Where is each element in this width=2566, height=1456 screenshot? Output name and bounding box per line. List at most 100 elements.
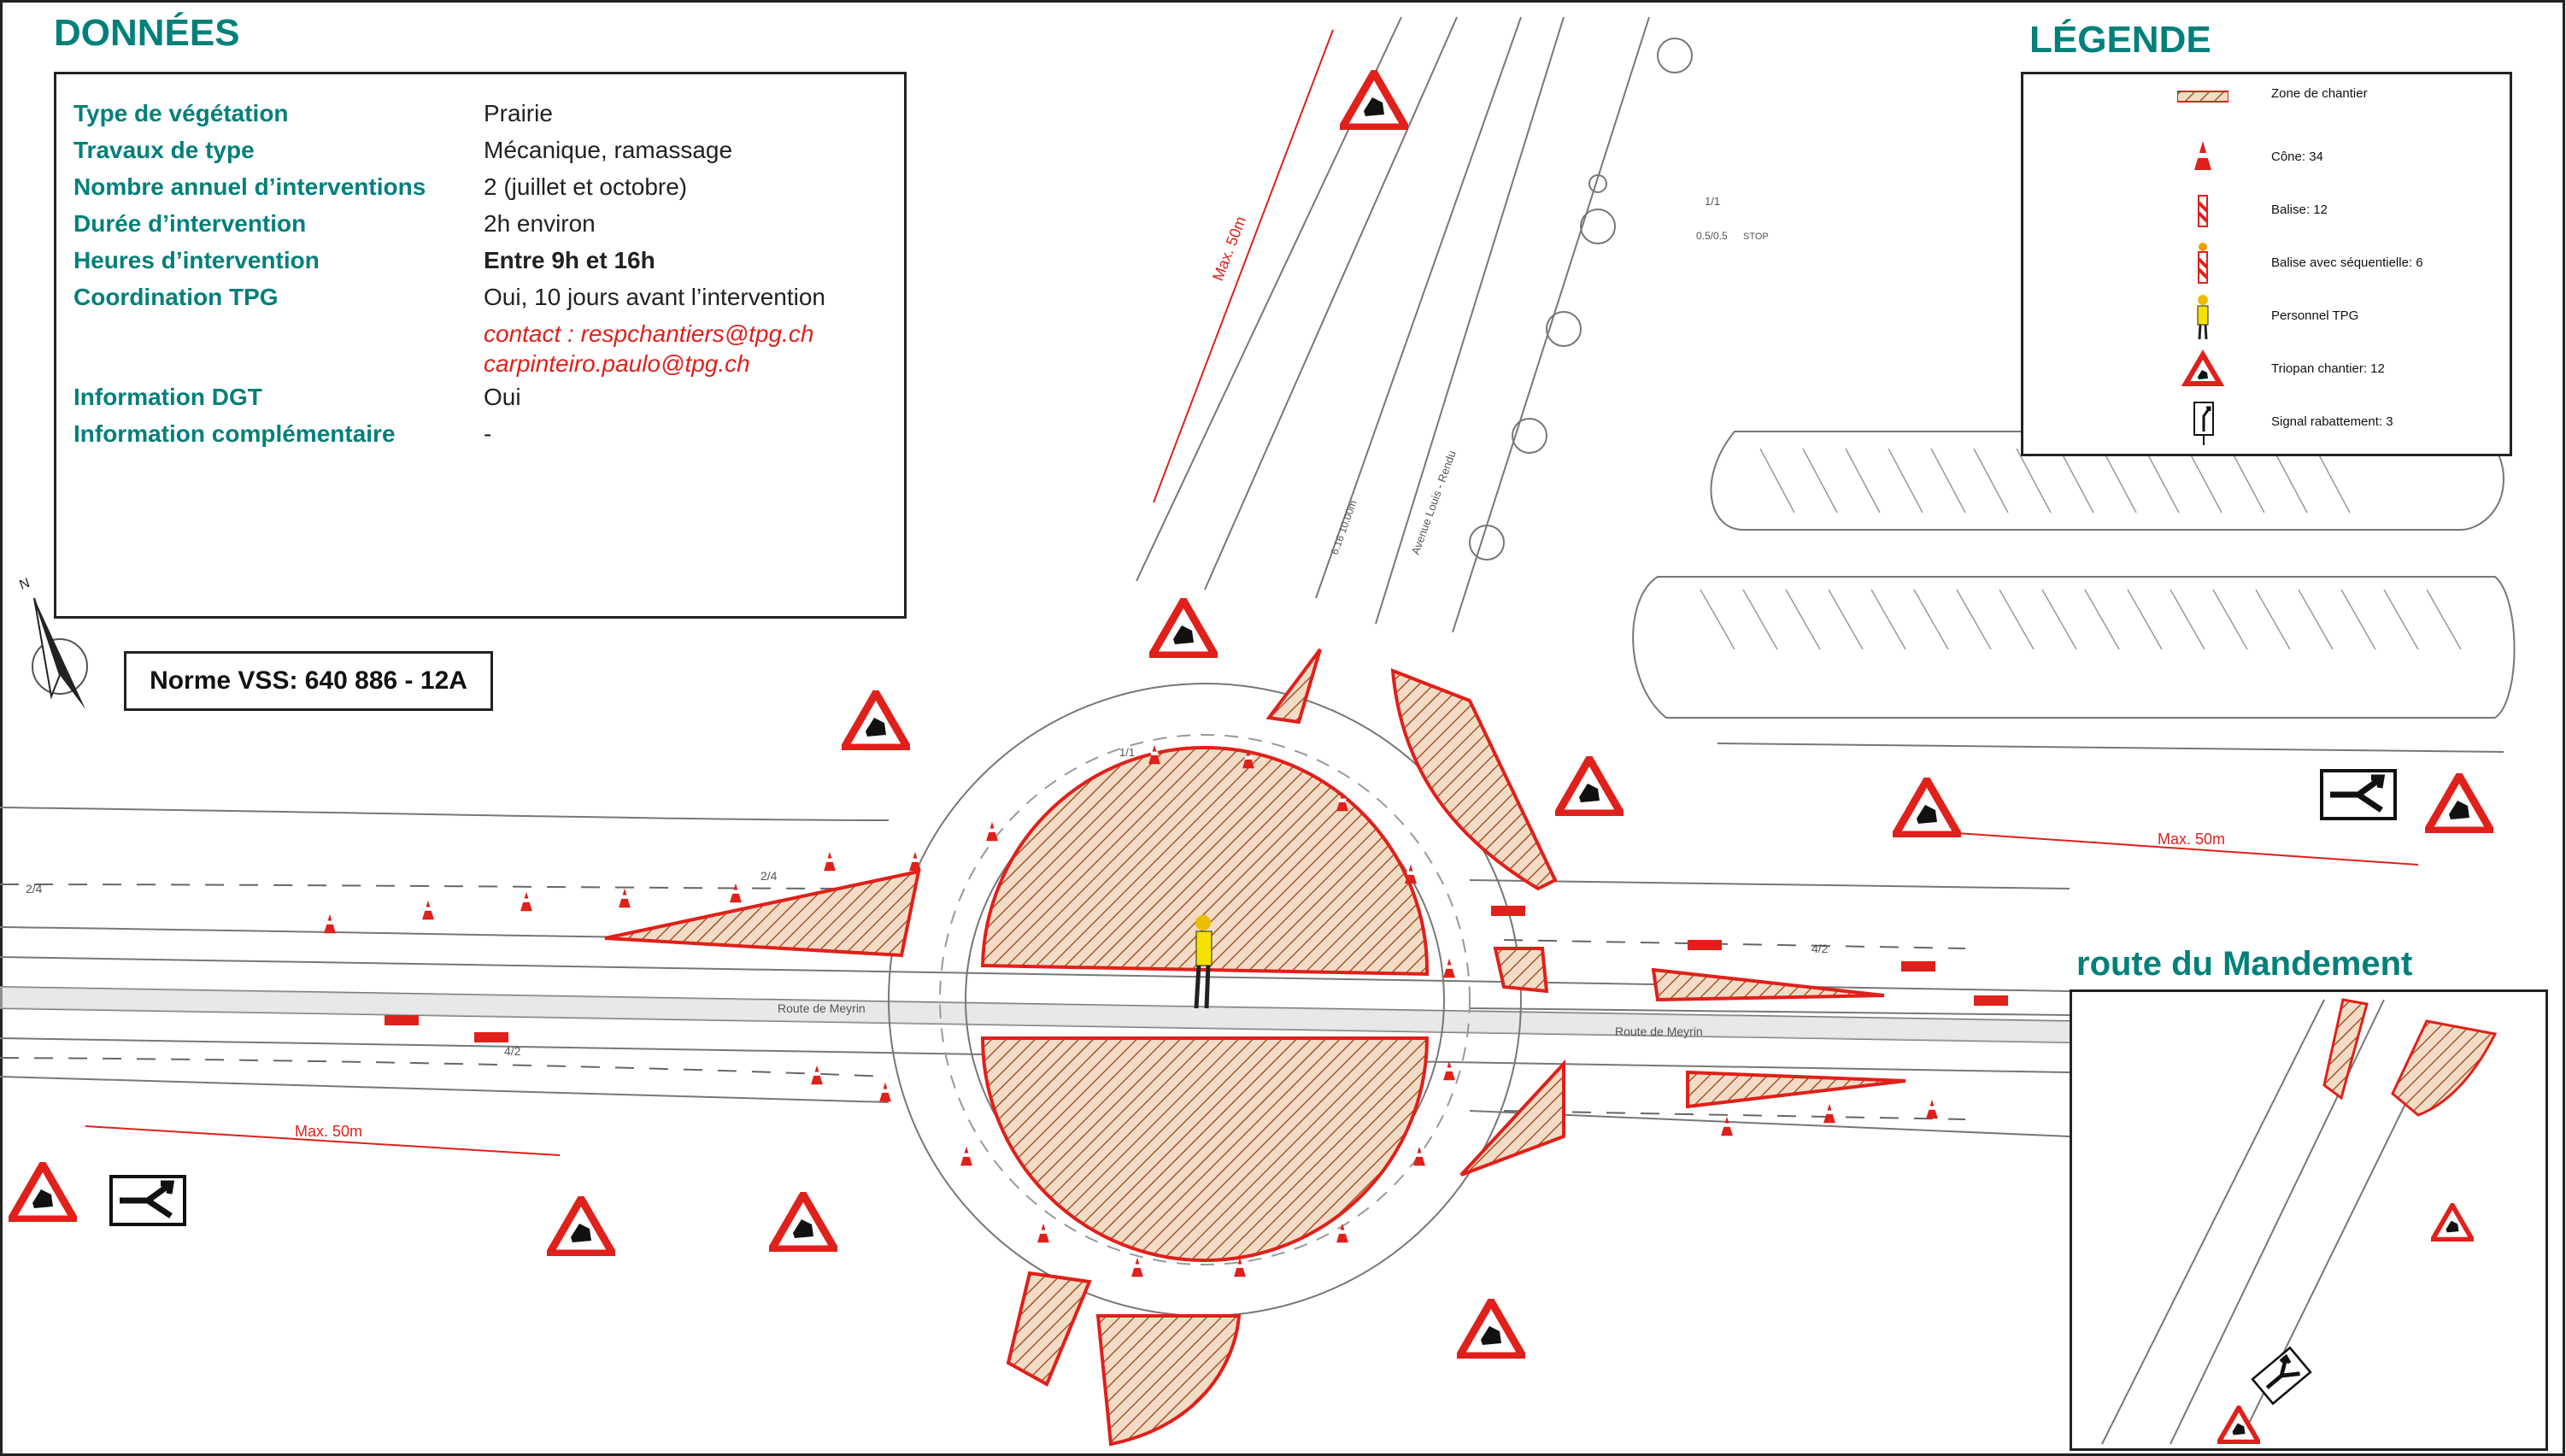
dim-0-5-label: 0.5/0.5 bbox=[1696, 230, 1728, 242]
row-label-complementaire: Information complémentaire bbox=[73, 420, 396, 447]
balise bbox=[1901, 961, 1935, 972]
zone-east-small bbox=[1493, 947, 1549, 994]
legende-box: Zone de chantier Cône: 34 Balise: 12 Bal… bbox=[2021, 72, 2512, 456]
cone bbox=[909, 851, 921, 872]
row-label-interventions: Nombre annuel d’interventions bbox=[73, 173, 426, 200]
zone-north-island-a bbox=[1265, 648, 1322, 725]
max-50m-west: Max. 50m bbox=[295, 1123, 362, 1140]
balise bbox=[1688, 940, 1722, 950]
cone bbox=[1926, 1099, 1938, 1119]
zone-roundabout-south bbox=[980, 1036, 1430, 1262]
tpg-staff-figure bbox=[1194, 915, 1213, 1009]
lane-label-4-2-west: 4/2 bbox=[504, 1044, 521, 1058]
lane-label-1-1-roundabout: 1/1 bbox=[1119, 746, 1135, 759]
lane-merge-sign bbox=[111, 1177, 185, 1224]
cone bbox=[1823, 1103, 1835, 1124]
work-zones bbox=[604, 648, 1906, 1447]
cone bbox=[422, 900, 434, 920]
cone bbox=[1037, 1223, 1049, 1243]
legend-item-cone: Cône: 34 bbox=[2023, 132, 2510, 184]
norme-vss-label: Norme VSS: 640 886 - 12A bbox=[124, 651, 493, 711]
row-value-heures: Entre 9h et 16h bbox=[484, 247, 655, 273]
row-label-duree: Durée d’intervention bbox=[73, 210, 307, 237]
triopan-sign bbox=[1895, 780, 1958, 835]
lane-merge-sign-icon bbox=[2193, 402, 2214, 445]
max-50m-east: Max. 50m bbox=[2158, 831, 2225, 848]
cone bbox=[986, 821, 998, 842]
legend-label-tpg: Personnel TPG bbox=[2271, 308, 2359, 323]
row-label-vegetation: Type de végétation bbox=[73, 100, 289, 126]
triopan-sign bbox=[772, 1195, 835, 1249]
balises bbox=[385, 906, 2008, 1042]
row-label-dgt: Information DGT bbox=[73, 384, 262, 410]
lane-label-1-1-north: 1/1 bbox=[1705, 195, 1720, 208]
max-50m-north: Max. 50m bbox=[1209, 214, 1249, 283]
parking-area bbox=[1632, 431, 2516, 753]
cone bbox=[730, 883, 742, 903]
row-value-interventions: 2 (juillet et octobre) bbox=[484, 173, 688, 200]
legend-item-tpg: Personnel TPG bbox=[2023, 291, 2510, 343]
row-label-coordination: Coordination TPG bbox=[73, 284, 279, 310]
contact-email-2[interactable]: carpinteiro.paulo@tpg.ch bbox=[484, 350, 750, 377]
legende-title: LÉGENDE bbox=[2029, 19, 2211, 61]
cone bbox=[824, 851, 836, 872]
legend-label-balise: Balise: 12 bbox=[2271, 203, 2328, 217]
lane-merge-sign bbox=[2322, 771, 2395, 819]
cone bbox=[811, 1065, 823, 1085]
zone-south-a bbox=[1006, 1271, 1092, 1387]
balise bbox=[385, 1015, 419, 1025]
legend-item-triopan: Triopan chantier: 12 bbox=[2023, 344, 2510, 396]
lane-dashes bbox=[0, 884, 1966, 1120]
tpg-staff-icon bbox=[2197, 295, 2209, 340]
lane-label-2-4-west: 2/4 bbox=[26, 882, 43, 895]
cone bbox=[960, 1146, 972, 1166]
row-label-travaux: Travaux de type bbox=[73, 137, 255, 163]
zone-west-island bbox=[604, 869, 921, 958]
cone bbox=[1443, 958, 1455, 978]
cone bbox=[1413, 1146, 1425, 1166]
north-label: N bbox=[18, 576, 32, 593]
lane-label-2-4-center: 2/4 bbox=[760, 869, 778, 883]
row-value-complementaire: - bbox=[484, 420, 492, 447]
legend-item-zone: Zone de chantier bbox=[2023, 79, 2510, 131]
route-meyrin-label-west: Route de Meyrin bbox=[778, 1001, 866, 1015]
stop-marking: STOP bbox=[1743, 232, 1769, 242]
legend-label-balise-seq: Balise avec séquentielle: 6 bbox=[2271, 255, 2423, 270]
cone bbox=[1131, 1257, 1143, 1277]
triopan-sign bbox=[1152, 601, 1215, 655]
avenue-label: Avenue Louis - Rendu bbox=[1409, 449, 1459, 556]
inset-map-drawing bbox=[2101, 998, 2498, 1445]
cone bbox=[879, 1082, 891, 1102]
balise-sequential-icon bbox=[2197, 243, 2209, 284]
tram-strip bbox=[0, 987, 2070, 1043]
cone bbox=[324, 913, 336, 934]
donnees-box: Type de végétation Prairie Travaux de ty… bbox=[54, 72, 907, 619]
triopan-icon bbox=[2181, 349, 2225, 386]
row-label-heures: Heures d’intervention bbox=[73, 247, 320, 273]
zone-north-island-b bbox=[1390, 667, 1558, 891]
triopan-sign bbox=[844, 693, 907, 748]
row-value-travaux: Mécanique, ramassage bbox=[484, 137, 733, 163]
triopan-sign bbox=[549, 1199, 613, 1253]
zone-east-strip bbox=[1651, 967, 1885, 1002]
route-meyrin-label-east: Route de Meyrin bbox=[1615, 1024, 1703, 1038]
hatched-zone-icon bbox=[2177, 91, 2228, 103]
triopan-sign bbox=[1558, 759, 1621, 813]
triopan-sign bbox=[11, 1165, 74, 1219]
contact-email-1[interactable]: contact : respchantiers@tpg.ch bbox=[484, 320, 814, 347]
legend-label-triopan: Triopan chantier: 12 bbox=[2271, 361, 2385, 376]
cone bbox=[619, 888, 631, 908]
cone-icon bbox=[2194, 141, 2211, 170]
triopan-sign bbox=[1459, 1301, 1523, 1356]
dim-6-16-label: 6.16 10.00m bbox=[1329, 499, 1359, 556]
legend-item-merge: Signal rabattement: 3 bbox=[2023, 397, 2510, 449]
balise bbox=[1491, 906, 1525, 916]
row-value-vegetation: Prairie bbox=[484, 100, 553, 126]
cone bbox=[1443, 1060, 1455, 1081]
row-value-dgt: Oui bbox=[484, 384, 521, 410]
legend-item-balise-seq: Balise avec séquentielle: 6 bbox=[2023, 238, 2510, 290]
lane-label-4-2-east: 4/2 bbox=[1811, 942, 1829, 955]
cone bbox=[1721, 1116, 1733, 1136]
north-arrow: N bbox=[18, 576, 88, 709]
